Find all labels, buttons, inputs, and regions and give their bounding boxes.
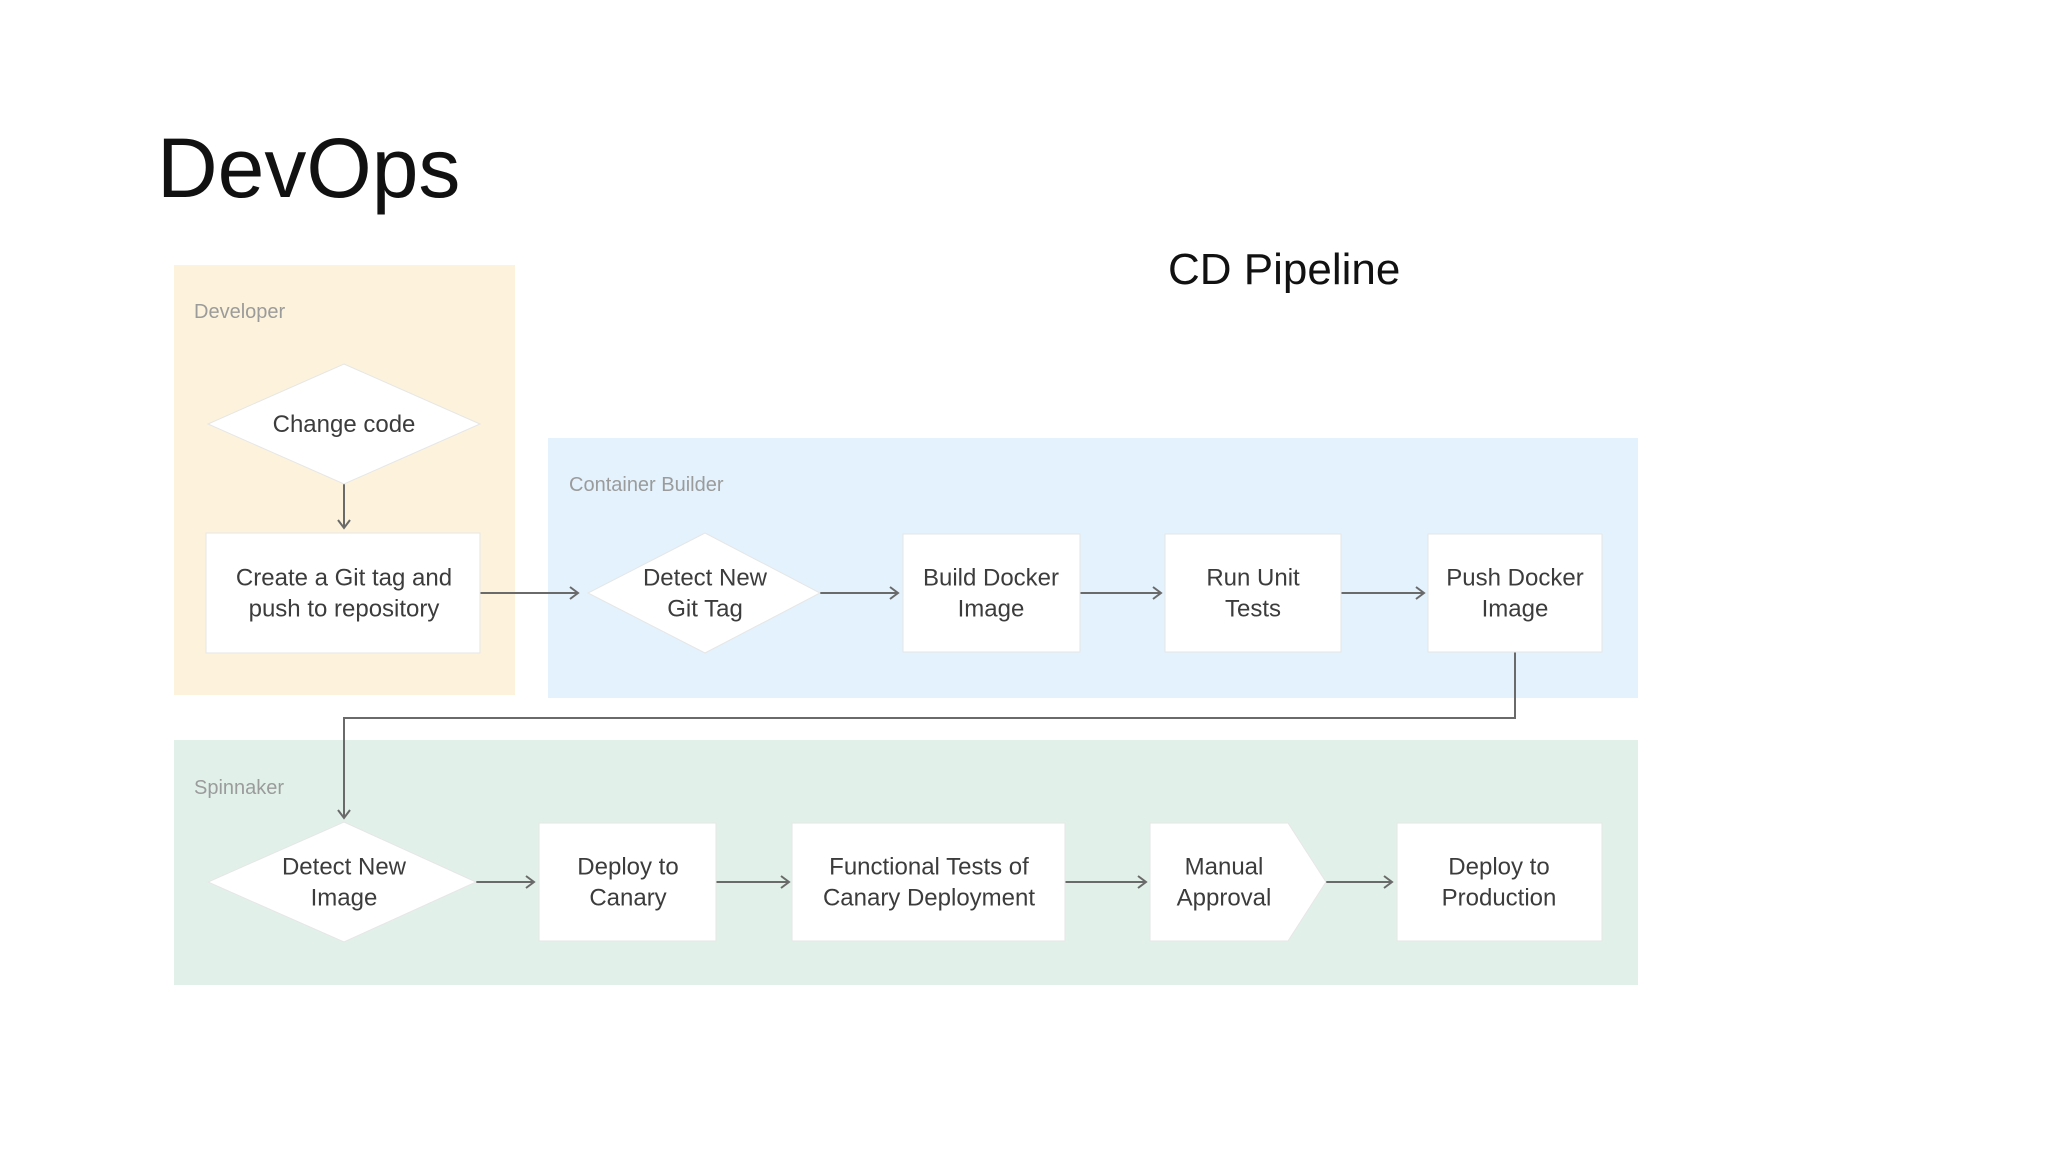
arrowhead <box>1152 586 1163 600</box>
build-docker-image-box <box>902 533 1081 653</box>
connector-push-to-spinnaker <box>343 652 1516 818</box>
connectors <box>337 484 1516 889</box>
arrowhead <box>1383 875 1394 889</box>
node-deploy-to-production: Deploy to Production <box>1442 854 1557 912</box>
node-label-line: Canary Deployment <box>823 885 1035 912</box>
arrowhead <box>569 586 580 600</box>
lane-label-spinnaker: Spinnaker <box>194 777 284 799</box>
node-label-line: Functional Tests of <box>829 854 1029 881</box>
arrowhead <box>780 875 791 889</box>
node-label-line: Push Docker <box>1446 565 1583 592</box>
node-label-line: Image <box>311 885 378 912</box>
arrowhead <box>889 586 900 600</box>
node-change-code: Change code <box>273 411 416 438</box>
node-label-line: Deploy to <box>577 854 678 881</box>
node-label-line: Create a Git tag and <box>236 565 452 592</box>
node-label-line: Approval <box>1177 885 1272 912</box>
push-docker-image-box <box>1427 533 1603 653</box>
node-label-line: Change code <box>273 411 416 438</box>
node-label-line: Production <box>1442 885 1557 912</box>
node-label-line: Image <box>958 596 1025 623</box>
detect-git-tag-diamond <box>586 532 822 654</box>
deploy-to-production-box <box>1396 822 1603 942</box>
change-code-diamond <box>206 363 482 485</box>
node-label-line: Detect New <box>643 565 768 592</box>
deploy-to-canary-box <box>538 822 717 942</box>
run-unit-tests-box <box>1164 533 1342 653</box>
node-label-line: Detect New <box>282 854 407 881</box>
node-functional-tests: Functional Tests of Canary Deployment <box>823 854 1035 912</box>
node-deploy-to-canary: Deploy to Canary <box>577 854 678 912</box>
functional-tests-box <box>791 822 1066 942</box>
node-label-line: Deploy to <box>1448 854 1549 881</box>
node-label-line: Build Docker <box>923 565 1059 592</box>
node-label-line: Git Tag <box>667 596 743 623</box>
detect-new-image-diamond <box>206 821 478 943</box>
node-label-line: Run Unit <box>1206 565 1300 592</box>
manual-approval-shape <box>1149 822 1327 942</box>
arrowhead <box>337 519 351 530</box>
diagram-title: CD Pipeline <box>1168 245 1401 294</box>
arrowhead <box>525 875 536 889</box>
slide-title: DevOps <box>157 121 461 215</box>
lane-label-container-builder: Container Builder <box>569 474 724 496</box>
create-git-tag-box <box>205 532 481 654</box>
node-label-line: Manual <box>1185 854 1264 881</box>
arrowhead <box>1137 875 1148 889</box>
lane-label-developer: Developer <box>194 301 286 323</box>
arrowhead <box>1415 586 1426 600</box>
node-label-line: Image <box>1482 596 1549 623</box>
node-label-line: push to repository <box>249 596 440 623</box>
node-label-line: Tests <box>1225 596 1281 623</box>
node-create-git-tag: Create a Git tag and push to repository <box>236 565 452 623</box>
arrowhead <box>337 809 351 820</box>
node-label-line: Canary <box>589 885 666 912</box>
